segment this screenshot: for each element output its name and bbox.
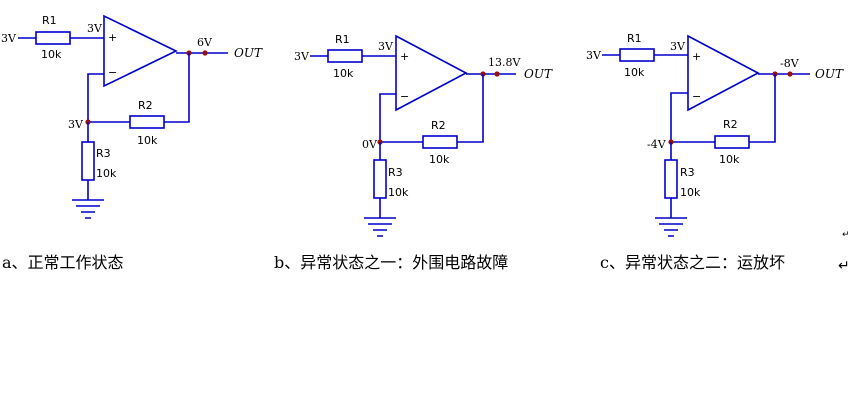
op-amp-triangle (103, 14, 178, 88)
inverting-input-wire (87, 73, 104, 122)
r1-label: R1 (42, 14, 57, 27)
r2-label: R2 (431, 119, 446, 132)
resistor-r1 (35, 31, 71, 45)
r3-value: 10k (388, 186, 409, 199)
feedback-wire (164, 53, 190, 123)
input-voltage-label: 3V (586, 49, 602, 62)
out-label: OUT (524, 67, 553, 81)
r2-value: 10k (719, 153, 740, 166)
paragraph-mark-icon: ↵ (838, 258, 850, 274)
caption-c: c、异常状态之二：运放坏 (600, 253, 785, 272)
plus-input-voltage: 3V (87, 22, 103, 35)
ground-icon (72, 199, 104, 219)
resistor-r2 (714, 135, 750, 149)
r1-label: R1 (627, 32, 642, 45)
ground-icon (655, 217, 687, 237)
plus-input-voltage: 3V (670, 40, 686, 53)
r2-value: 10k (137, 134, 158, 147)
op-amp-triangle (687, 34, 760, 112)
r1-value: 10k (624, 66, 645, 79)
minus-symbol: − (400, 90, 409, 103)
output-terminal (202, 50, 208, 56)
output-terminal (494, 71, 500, 77)
inverting-input-wire (670, 92, 688, 142)
node-voltage: 0V (362, 138, 378, 151)
minus-symbol: − (692, 90, 701, 103)
output-voltage: -8V (780, 57, 800, 70)
plus-symbol: + (400, 50, 409, 63)
r3-label: R3 (388, 166, 403, 179)
r1-label: R1 (335, 33, 350, 46)
input-voltage-label: 3V (294, 50, 310, 63)
resistor-r3 (81, 141, 95, 181)
caption-b: b、异常状态之一：外围电路故障 (274, 253, 509, 272)
output-voltage: 6V (197, 36, 213, 49)
circuit-c: 3V R1 10k 3V + − -8V OUT R2 10k -4V R3 1… (586, 32, 844, 237)
r2-label: R2 (138, 99, 153, 112)
paragraph-mark-icon: ↵ (842, 230, 850, 240)
out-label: OUT (234, 46, 263, 60)
r3-value: 10k (680, 186, 701, 199)
node-voltage: -4V (647, 138, 667, 151)
plus-symbol: + (692, 50, 701, 63)
resistor-r1 (327, 49, 363, 63)
r2-label: R2 (723, 118, 738, 131)
inverting-input-wire (379, 93, 396, 142)
r3-label: R3 (96, 147, 111, 160)
circuit-a: 3V R1 10k 3V + − 6V OUT R2 10k 3V R3 10k (1, 14, 263, 219)
minus-symbol: − (108, 66, 117, 79)
output-terminal (787, 71, 793, 77)
resistor-r3 (664, 159, 678, 199)
feedback-wire (749, 74, 776, 143)
r2-value: 10k (429, 153, 450, 166)
resistor-r3 (373, 159, 387, 199)
r3-label: R3 (680, 166, 695, 179)
circuit-b: 3V R1 10k 3V + − 13.8V OUT R2 10k 0V R3 … (294, 33, 553, 237)
node-voltage: 3V (68, 118, 84, 131)
r1-value: 10k (333, 67, 354, 80)
feedback-wire (457, 74, 484, 143)
resistor-r2 (422, 135, 458, 149)
caption-a: a、正常工作状态 (2, 253, 124, 272)
r3-value: 10k (96, 167, 117, 180)
out-label: OUT (815, 67, 844, 81)
resistor-r1 (619, 48, 655, 62)
r1-value: 10k (41, 48, 62, 61)
output-voltage: 13.8V (488, 56, 521, 69)
plus-symbol: + (108, 31, 117, 44)
op-amp-triangle (395, 34, 468, 112)
input-voltage-label: 3V (1, 32, 17, 45)
resistor-r2 (129, 115, 165, 129)
plus-input-voltage: 3V (378, 40, 394, 53)
ground-icon (364, 217, 396, 237)
